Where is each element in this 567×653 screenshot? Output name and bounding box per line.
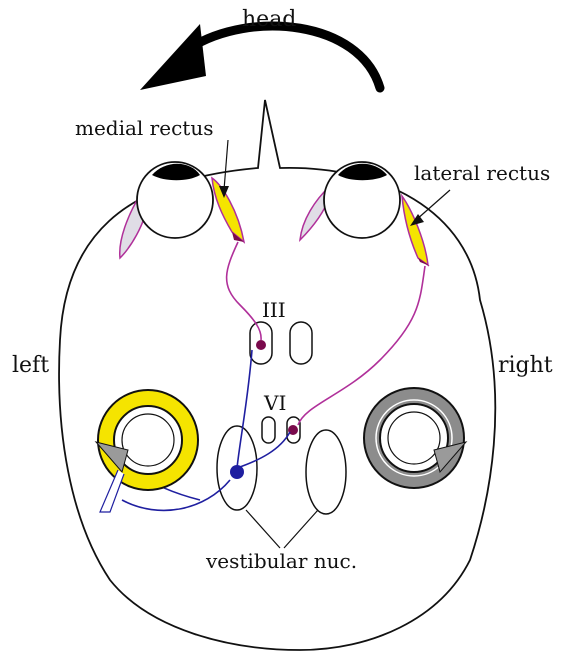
oculomotor-neuron bbox=[256, 340, 266, 350]
medial-rectus-label: medial rectus bbox=[75, 116, 213, 140]
head-rotation-arrow bbox=[140, 24, 380, 90]
head-label: head bbox=[242, 7, 296, 32]
nucleus-iii-right bbox=[290, 322, 312, 364]
lateral-rectus-label: lateral rectus bbox=[414, 161, 550, 185]
vestibular-nuc-label: vestibular nuc. bbox=[205, 549, 357, 573]
nucleus-vi-label: VI bbox=[263, 391, 286, 415]
nucleus-iii-label: III bbox=[262, 298, 286, 322]
vestibular-nucleus-right bbox=[306, 430, 346, 514]
left-side-label: left bbox=[12, 353, 49, 378]
right-side-label: right bbox=[498, 353, 553, 378]
nucleus-vi-left bbox=[262, 417, 275, 443]
